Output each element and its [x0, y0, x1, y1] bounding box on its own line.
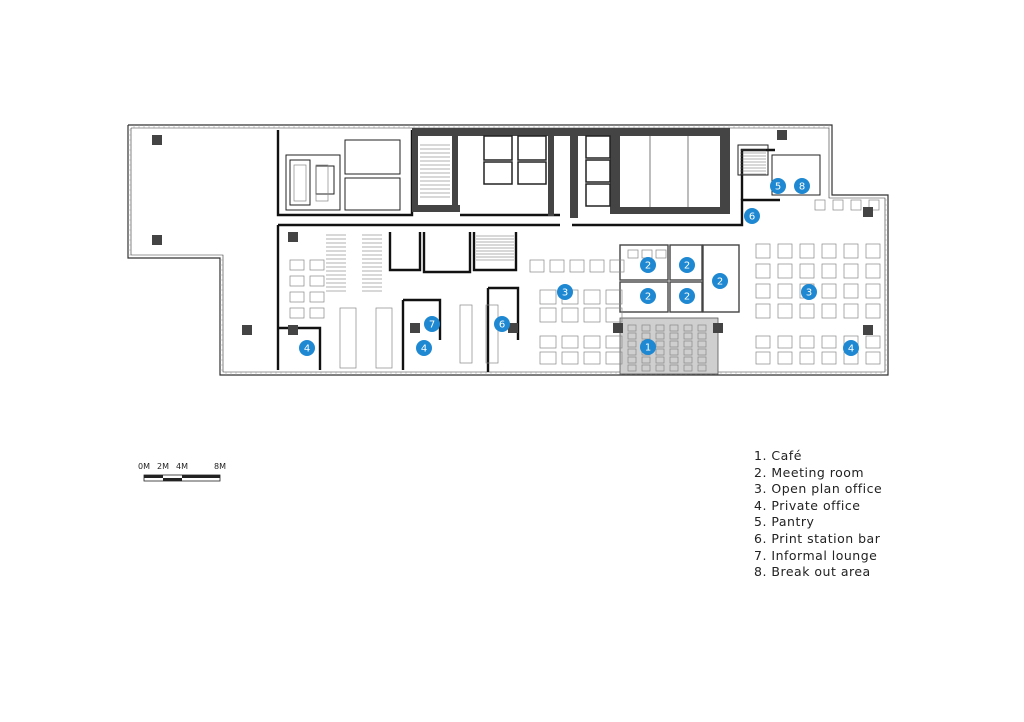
svg-text:6: 6: [749, 212, 755, 223]
svg-text:2: 2: [645, 261, 651, 272]
svg-text:3: 3: [806, 288, 812, 299]
building-outline: [127, 124, 889, 376]
room-marker-1: 1: [640, 339, 656, 355]
room-marker-5: 5: [770, 178, 786, 194]
room-marker-7: 7: [424, 316, 440, 332]
room-marker-2: 2: [679, 257, 695, 273]
room-marker-2: 2: [640, 257, 656, 273]
room-marker-2: 2: [712, 273, 728, 289]
svg-text:2: 2: [684, 261, 690, 272]
scale-label-2: 2M: [157, 462, 169, 471]
legend-item: 7. Informal lounge: [754, 547, 878, 563]
room-marker-8: 8: [794, 178, 810, 194]
room-marker-3: 3: [557, 284, 573, 300]
room-marker-4: 4: [843, 340, 859, 356]
room-marker-3: 3: [801, 284, 817, 300]
legend-item: 4. Private office: [754, 497, 861, 513]
room-marker-2: 2: [679, 288, 695, 304]
room-markers: 1 2 2 2 2 2 3 3 4 4 4 5 6 6 7 8: [299, 178, 859, 356]
svg-text:2: 2: [684, 292, 690, 303]
room-marker-2: 2: [640, 288, 656, 304]
room-marker-6: 6: [494, 316, 510, 332]
room-marker-4: 4: [416, 340, 432, 356]
scale-label-8: 8M: [214, 462, 226, 471]
legend-item: 8. Break out area: [754, 564, 871, 580]
scale-label-4: 4M: [176, 462, 188, 471]
svg-text:1: 1: [645, 343, 651, 354]
legend: 1. Café 2. Meeting room 3. Open plan off…: [754, 448, 954, 581]
meeting-rooms: [619, 244, 740, 313]
cafe-area: [619, 317, 719, 375]
desks: [289, 164, 881, 372]
svg-text:8: 8: [799, 182, 805, 193]
svg-text:2: 2: [645, 292, 651, 303]
svg-text:4: 4: [848, 344, 854, 355]
room-marker-6: 6: [744, 208, 760, 224]
legend-item: 2. Meeting room: [754, 464, 865, 480]
room-marker-4: 4: [299, 340, 315, 356]
svg-text:5: 5: [775, 182, 781, 193]
legend-item: 5. Pantry: [754, 514, 815, 530]
legend-item: 3. Open plan office: [754, 481, 883, 497]
scale-bar: [143, 474, 221, 482]
svg-text:7: 7: [429, 320, 435, 331]
window-mullions: [128, 125, 888, 375]
svg-text:6: 6: [499, 320, 505, 331]
building-core: [412, 128, 730, 218]
structural-columns: [152, 130, 873, 335]
lift-shafts: [483, 135, 689, 207]
legend-item: 6. Print station bar: [754, 530, 881, 546]
service-rooms: [285, 139, 821, 211]
svg-text:2: 2: [717, 277, 723, 288]
legend-item: 1. Café: [754, 448, 802, 463]
stairs: [326, 144, 766, 292]
svg-text:3: 3: [562, 288, 568, 299]
scale-label-0: 0M: [138, 462, 150, 471]
svg-text:4: 4: [304, 344, 310, 355]
svg-text:4: 4: [421, 344, 427, 355]
